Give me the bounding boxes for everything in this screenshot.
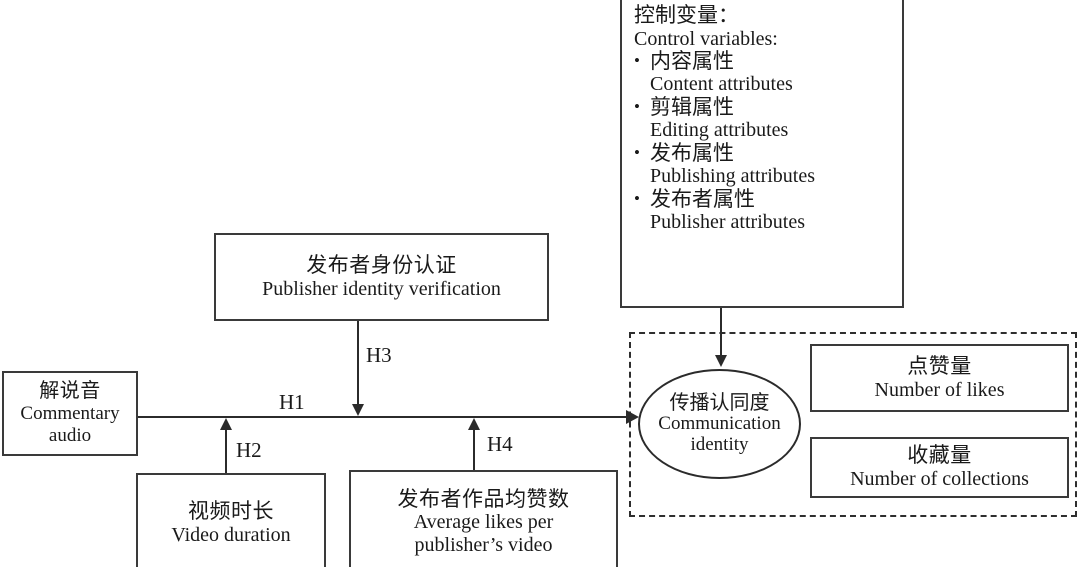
control-variables-arrowhead-icon <box>715 355 727 367</box>
communication-identity-ellipse: 传播认同度 Communication identity <box>638 369 801 479</box>
video-duration-label-en: Video duration <box>171 523 291 546</box>
control-variables-heading-en: Control variables: <box>634 27 778 50</box>
number-of-collections-box: 收藏量 Number of collections <box>810 437 1069 498</box>
control-variable-en-0: Content attributes <box>650 73 793 96</box>
list-item: 发布者属性 Publisher attributes <box>634 187 902 234</box>
h3-arrowhead-icon <box>352 404 364 416</box>
commentary-audio-box: 解说音 Commentary audio <box>2 371 138 456</box>
publisher-verification-label-en: Publisher identity verification <box>262 277 501 300</box>
outcome-group-dashed-border <box>629 332 1077 517</box>
h1-label: H1 <box>279 390 305 414</box>
control-variable-zh-3: 发布者属性 <box>634 187 902 212</box>
average-likes-label-en-1: Average likes per <box>413 511 554 534</box>
commentary-audio-label-zh: 解说音 <box>39 379 101 402</box>
h4-connector-line <box>473 429 475 472</box>
video-duration-label-zh: 视频时长 <box>188 498 274 523</box>
average-likes-box: 发布者作品均赞数 Average likes per publisher’s v… <box>349 470 618 567</box>
communication-identity-label-zh: 传播认同度 <box>669 392 770 415</box>
list-item: 剪辑属性 Editing attributes <box>634 95 902 142</box>
list-item: 内容属性 Content attributes <box>634 49 902 96</box>
publisher-verification-label-zh: 发布者身份认证 <box>306 252 457 277</box>
control-variable-en-1: Editing attributes <box>650 119 789 142</box>
h2-label: H2 <box>236 438 262 462</box>
communication-identity-label-en-2: identity <box>690 434 749 455</box>
h4-label: H4 <box>487 432 513 456</box>
h3-connector-line <box>357 321 359 405</box>
control-variable-en-3: Publisher attributes <box>650 211 805 234</box>
control-variable-zh-2: 发布属性 <box>634 141 902 166</box>
control-variable-en-2: Publishing attributes <box>650 165 815 188</box>
video-duration-box: 视频时长 Video duration <box>136 473 326 567</box>
control-variable-zh-1: 剪辑属性 <box>634 95 902 120</box>
number-of-likes-label-en: Number of likes <box>874 378 1005 401</box>
h3-label: H3 <box>366 343 392 367</box>
h2-arrowhead-icon <box>220 418 232 430</box>
control-variables-box: 控制变量： Control variables: 内容属性 Content at… <box>620 0 904 308</box>
number-of-collections-label-zh: 收藏量 <box>907 443 972 468</box>
h1-connector-line <box>137 416 632 418</box>
h2-connector-line <box>225 429 227 475</box>
average-likes-label-zh: 发布者作品均赞数 <box>397 486 570 511</box>
h4-arrowhead-icon <box>468 418 480 430</box>
commentary-audio-label-en-1: Commentary <box>20 403 120 425</box>
commentary-audio-label-en-2: audio <box>48 425 92 447</box>
average-likes-label-en-2: publisher’s video <box>414 533 553 556</box>
list-item: 发布属性 Publishing attributes <box>634 141 902 188</box>
number-of-collections-label-en: Number of collections <box>850 468 1029 491</box>
h1-arrowhead-icon <box>626 410 639 424</box>
number-of-likes-box: 点赞量 Number of likes <box>810 344 1069 412</box>
control-variable-zh-0: 内容属性 <box>634 49 902 74</box>
control-variables-list: 内容属性 Content attributes 剪辑属性 Editing att… <box>634 49 902 234</box>
control-variables-connector-line <box>720 307 722 357</box>
number-of-likes-label-zh: 点赞量 <box>907 353 972 378</box>
publisher-identity-verification-box: 发布者身份认证 Publisher identity verification <box>214 233 549 321</box>
communication-identity-label-en-1: Communication <box>658 413 781 435</box>
control-variables-heading-zh: 控制变量： <box>634 3 739 27</box>
